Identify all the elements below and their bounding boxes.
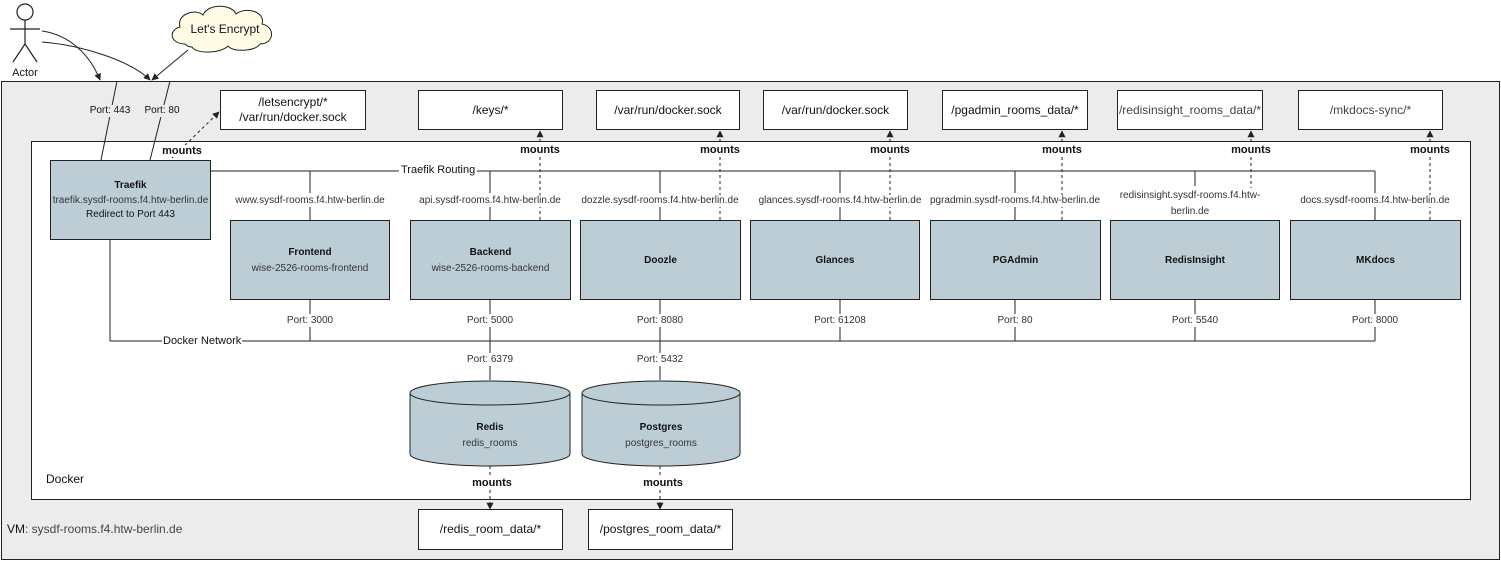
redisinsight-host-label: redisinsight.sysdf-rooms.f4.htw- berlin.…	[1119, 188, 1261, 220]
service-name: Glances	[815, 254, 855, 266]
traefik-routing-label: Traefik Routing	[399, 164, 478, 176]
backend-port-label: Port: 5000	[466, 315, 514, 327]
glances-node: Glances	[750, 220, 920, 300]
actor-to-443-arrow	[41, 30, 101, 81]
db-name: Postgres	[639, 422, 683, 433]
traefik-redirect: Redirect to Port 443	[86, 209, 175, 220]
volume-path: /postgres_room_data/*	[599, 522, 722, 536]
port-443-line	[100, 80, 118, 161]
volume-path: /letsencrypt/*	[258, 95, 328, 109]
frontend-node: Frontend wise-2526-rooms-frontend	[230, 220, 390, 300]
actor-label: Actor	[12, 67, 38, 79]
traefik-node: Traefik traefik.sysdf-rooms.f4.htw-berli…	[50, 160, 211, 240]
postgres-mounts-label: mounts	[642, 477, 684, 489]
volume-path: /var/run/docker.sock	[614, 102, 722, 117]
doozle-port-label: Port: 8080	[636, 315, 684, 327]
redisinsight-node: RedisInsight	[1110, 220, 1280, 300]
volume-docker-sock-glances: /var/run/docker.sock	[763, 90, 908, 130]
db-container: redis_rooms	[462, 438, 518, 449]
docker-label: Docker	[46, 472, 85, 486]
service-container: wise-2526-rooms-frontend	[251, 262, 369, 274]
volume-path: /redis_room_data/*	[439, 522, 542, 536]
dozzle-host-label: dozzle.sysdf-rooms.f4.htw-berlin.de	[581, 195, 739, 207]
postgres-port-label: Port: 5432	[636, 354, 684, 366]
service-name: Backend	[469, 246, 512, 258]
volume-pgadmin-data: /pgadmin_rooms_data/*	[942, 90, 1088, 130]
vm-label-prefix: VM	[7, 522, 25, 536]
volume-path: /var/run/docker.sock	[781, 102, 890, 117]
volume-path: /redisinsight_rooms_data/*	[1118, 102, 1262, 117]
host-line: berlin.de	[1170, 206, 1210, 217]
glances-host-label: glances.sysdf-rooms.f4.htw-berlin.de	[758, 195, 922, 207]
lets-encrypt-label: Let's Encrypt	[190, 22, 260, 36]
traefik-mounts-arrow	[171, 111, 220, 159]
pgadmin-mounts-label: mounts	[1041, 144, 1083, 156]
redis-port-label: Port: 6379	[466, 354, 514, 366]
postgres-cylinder	[581, 380, 741, 467]
db-container: postgres_rooms	[625, 438, 697, 449]
service-name: Frontend	[288, 246, 332, 258]
mkdocs-node: MKdocs	[1290, 220, 1461, 300]
volume-keys: /keys/*	[418, 90, 563, 130]
traefik-mounts-label: mounts	[161, 145, 203, 157]
volume-path: /keys/*	[472, 102, 509, 117]
port-443-label: Port: 443	[89, 105, 131, 117]
volume-path: /mkdocs-sync/*	[1329, 102, 1412, 117]
volume-docker-sock-dozzle: /var/run/docker.sock	[596, 90, 740, 130]
backend-mounts-label: mounts	[519, 144, 561, 156]
service-name: Doozle	[644, 254, 677, 266]
backend-host-label: api.sysdf-rooms.f4.htw-berlin.de	[419, 195, 561, 207]
mkdocs-host-label: docs.sysdf-rooms.f4.htw-berlin.de	[1300, 195, 1450, 207]
redisinsight-mounts-label: mounts	[1230, 144, 1272, 156]
redisinsight-port-label: Port: 5540	[1171, 315, 1219, 327]
volume-path: /pgadmin_rooms_data/*	[951, 102, 1079, 117]
volume-path: /var/run/docker.sock	[239, 110, 347, 124]
service-name: RedisInsight	[1164, 254, 1225, 266]
volume-redis-data: /redis_room_data/*	[418, 509, 563, 550]
redis-mounts-label: mounts	[471, 477, 513, 489]
vm-label: VM: sysdf-rooms.f4.htw-berlin.de	[7, 523, 182, 535]
glances-mounts-label: mounts	[869, 144, 911, 156]
dozzle-mounts-label: mounts	[699, 144, 741, 156]
mkdocs-port-label: Port: 8000	[1351, 315, 1399, 327]
pgadmin-port-label: Port: 80	[997, 315, 1033, 327]
postgres-node: Postgres postgres_rooms	[625, 422, 697, 449]
port-80-label: Port: 80	[144, 105, 180, 117]
mkdocs-mounts-label: mounts	[1409, 144, 1451, 156]
port-80-line	[149, 80, 171, 161]
glances-port-label: Port: 61208	[814, 315, 866, 327]
volume-postgres-data: /postgres_room_data/*	[588, 509, 733, 550]
pgadmin-node: PGAdmin	[930, 220, 1101, 300]
volume-redisinsight-data: /redisinsight_rooms_data/*	[1117, 90, 1263, 130]
redis-cylinder	[409, 380, 571, 467]
vm-label-host: : sysdf-rooms.f4.htw-berlin.de	[25, 522, 183, 536]
service-name: MKdocs	[1356, 254, 1395, 266]
volume-mkdocs-sync: /mkdocs-sync/*	[1298, 90, 1443, 130]
host-line: redisinsight.sysdf-rooms.f4.htw-	[1119, 190, 1261, 201]
traefik-host: traefik.sysdf-rooms.f4.htw-berlin.de	[52, 195, 209, 206]
docker-network-label: Docker Network	[162, 335, 243, 347]
pgadmin-host-label: pgradmin.sysdf-rooms.f4.htw-berlin.de	[929, 195, 1101, 207]
doozle-node: Doozle	[580, 220, 741, 300]
frontend-host-label: www.sysdf-rooms.f4.htw-berlin.de	[235, 195, 385, 207]
frontend-port-label: Port: 3000	[286, 315, 334, 327]
backend-node: Backend wise-2526-rooms-backend	[410, 220, 571, 300]
actor-icon	[10, 3, 40, 63]
db-name: Redis	[476, 422, 504, 433]
redis-node: Redis redis_rooms	[462, 422, 517, 449]
actor-to-80-arrow	[41, 41, 151, 81]
service-name: PGAdmin	[992, 254, 1039, 266]
service-container: wise-2526-rooms-backend	[431, 262, 550, 274]
cloud-to-80-arrow	[151, 49, 189, 81]
cloud-icon	[171, 5, 272, 53]
volume-letsencrypt: /letsencrypt/* /var/run/docker.sock	[220, 90, 366, 130]
traefik-name: Traefik	[114, 180, 147, 191]
